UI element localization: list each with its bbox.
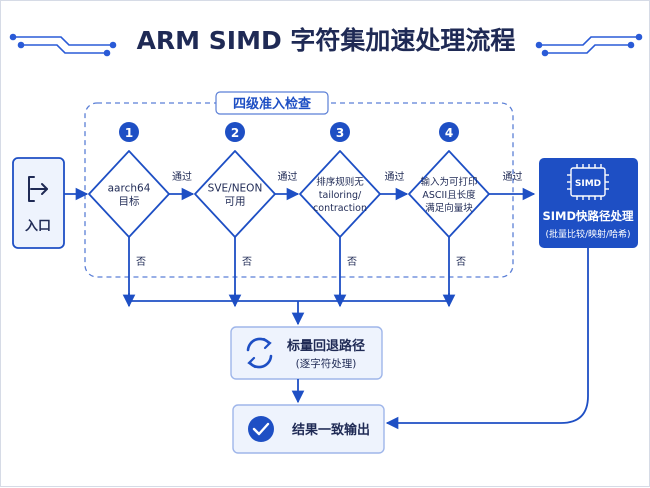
check-1-number-badge (119, 122, 139, 142)
check-4-label-line: ASCII且长度 (422, 189, 476, 201)
entry-node[interactable] (12, 157, 65, 249)
check-1-number: 1 (125, 126, 133, 140)
check-2-number: 2 (231, 126, 239, 140)
circuit-decoration-right (535, 33, 643, 57)
check-1-pass-label: 通过 (172, 170, 192, 183)
check-2-pass-label: 通过 (278, 170, 298, 183)
check-1-fail-label: 否 (136, 256, 146, 268)
refresh-icon (246, 337, 273, 369)
simd-fast-path-node[interactable] (539, 158, 638, 248)
entry-label: 入口 (25, 219, 51, 234)
check-circle-icon (248, 416, 274, 442)
check-4-number: 4 (445, 126, 453, 140)
check-3-fail-label: 否 (347, 256, 357, 268)
check-2-label-line: SVE/NEON (208, 183, 263, 195)
check-3-number-badge (330, 122, 350, 142)
check-1-label-line: aarch64 (108, 183, 151, 195)
check-2-number-badge (225, 122, 245, 142)
group-label: 四级准入检查 (233, 96, 312, 112)
simd-title: SIMD快路径处理 (542, 209, 634, 223)
check-4-label-line: 输入为可打印 (420, 176, 477, 188)
page-title: ARM SIMD 字符集加速处理流程 (137, 26, 516, 55)
check-4-pass-label: 通过 (503, 170, 523, 183)
chip-label: SIMD (575, 179, 601, 189)
chip-icon (567, 164, 609, 200)
check-3-number: 3 (336, 126, 344, 140)
output-title: 结果一致输出 (292, 422, 370, 438)
check-3-pass-label: 通过 (385, 170, 405, 183)
check-2-label-line: 可用 (225, 196, 246, 208)
check-3-label-line: contraction (313, 203, 367, 214)
circuit-decoration-left (9, 33, 117, 57)
check-3-label-line: tailoring/ (319, 190, 362, 201)
check-4-number-badge (439, 122, 459, 142)
consistent-output-node[interactable] (232, 404, 385, 454)
check-3-label-line: 排序规则无 (316, 176, 364, 188)
exit-door-icon (28, 176, 48, 202)
group-label-bg (215, 91, 329, 115)
scalar-fallback-node[interactable] (230, 326, 383, 380)
check-2-fail-label: 否 (242, 256, 252, 268)
fallback-title: 标量回退路径 (286, 338, 365, 354)
fallback-subtitle: (逐字符处理) (296, 357, 357, 370)
checkmark-icon (252, 422, 270, 436)
check-4-label-line: 满足向量块 (425, 202, 473, 214)
arrow-simd-to-output (385, 248, 589, 430)
check-4-fail-label: 否 (456, 256, 466, 268)
simd-subtitle: (批量比较/映射/哈希) (545, 228, 630, 240)
check-1-label-line: 目标 (119, 196, 140, 208)
